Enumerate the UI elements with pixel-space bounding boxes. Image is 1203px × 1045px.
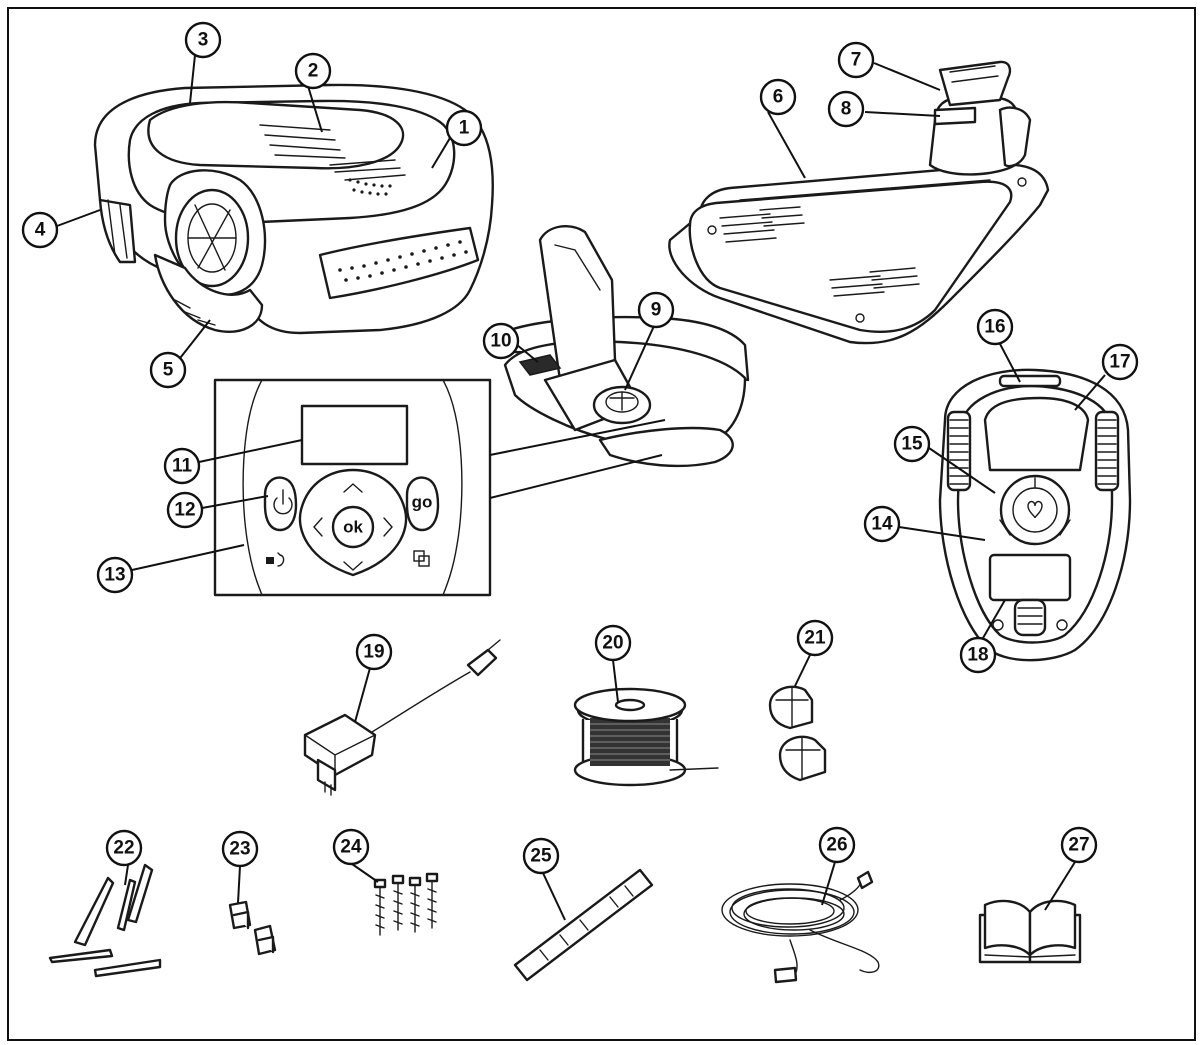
callout-27: 27	[1062, 828, 1096, 862]
callout-16: 16	[978, 310, 1012, 344]
svg-text:27: 27	[1068, 835, 1089, 856]
svg-text:26: 26	[826, 835, 847, 856]
svg-text:5: 5	[163, 360, 174, 381]
svg-text:20: 20	[602, 633, 623, 654]
mower-underside	[940, 370, 1130, 660]
display-screen	[302, 406, 407, 464]
callout-8: 8	[829, 92, 863, 126]
svg-text:23: 23	[229, 839, 250, 860]
svg-text:10: 10	[490, 331, 511, 352]
callout-22: 22	[107, 831, 141, 865]
svg-text:22: 22	[113, 838, 134, 859]
svg-text:13: 13	[104, 565, 125, 586]
svg-text:25: 25	[530, 846, 552, 867]
callout-20: 20	[596, 626, 630, 660]
callout-24: 24	[334, 830, 368, 864]
callout-14: 14	[865, 507, 899, 541]
callout-7: 7	[839, 43, 873, 77]
svg-text:15: 15	[901, 434, 923, 455]
svg-text:12: 12	[174, 500, 195, 521]
svg-text:8: 8	[841, 99, 852, 120]
svg-text:24: 24	[340, 837, 362, 858]
callout-3: 3	[186, 23, 220, 57]
callout-23: 23	[223, 832, 257, 866]
svg-text:19: 19	[363, 642, 384, 663]
callout-4: 4	[23, 213, 57, 247]
callout-1: 1	[447, 111, 481, 145]
svg-text:11: 11	[172, 456, 193, 477]
callout-10: 10	[484, 324, 518, 358]
ok-label: ok	[343, 518, 363, 537]
callout-13: 13	[98, 558, 132, 592]
callout-18: 18	[961, 638, 995, 672]
svg-text:21: 21	[804, 628, 826, 649]
svg-text:2: 2	[308, 61, 319, 82]
svg-text:16: 16	[984, 317, 1005, 338]
right-wheel	[1096, 412, 1118, 490]
svg-text:9: 9	[651, 300, 662, 321]
svg-text:7: 7	[851, 50, 862, 71]
callout-15: 15	[895, 427, 929, 461]
callout-9: 9	[639, 293, 673, 327]
left-wheel	[948, 412, 970, 490]
callout-5: 5	[151, 353, 185, 387]
callout-19: 19	[357, 635, 391, 669]
callout-25: 25	[524, 839, 558, 873]
callout-17: 17	[1103, 345, 1137, 379]
callout-11: 11	[165, 449, 199, 483]
svg-text:6: 6	[773, 87, 784, 108]
svg-text:14: 14	[871, 514, 893, 535]
svg-text:4: 4	[35, 220, 46, 241]
go-label: go	[412, 493, 433, 512]
callout-26: 26	[820, 828, 854, 862]
svg-text:17: 17	[1109, 352, 1130, 373]
svg-text:1: 1	[459, 118, 470, 139]
callout-12: 12	[168, 493, 202, 527]
svg-text:3: 3	[198, 30, 209, 51]
callout-6: 6	[761, 80, 795, 114]
svg-text:18: 18	[967, 645, 988, 666]
callout-2: 2	[296, 54, 330, 88]
callout-21: 21	[798, 621, 832, 655]
